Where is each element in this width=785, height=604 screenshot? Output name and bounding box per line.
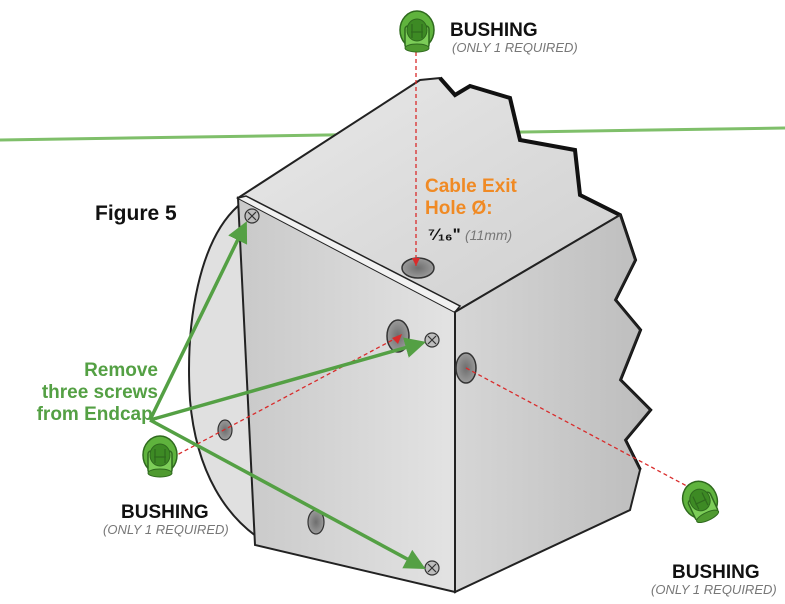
endcap-plate-edge	[237, 195, 462, 313]
cable-exit-metric: (11mm)	[465, 227, 512, 243]
cable-exit-line-1: Cable Exit	[425, 176, 518, 197]
screw-icon-bottom	[424, 560, 440, 576]
cable-exit-size: ⁷⁄₁₆"	[428, 225, 461, 244]
bushing-left-title: BUSHING	[121, 502, 209, 523]
guide-lines	[159, 52, 699, 493]
endcap-curved-side	[188, 204, 271, 546]
figure-label: Figure 5	[95, 202, 177, 225]
instruction-arrows	[148, 221, 427, 569]
instruction-text: Remove three screws from Endcap.	[37, 360, 158, 425]
bushing-icon-left	[142, 435, 178, 478]
cable-exit-line-2: Hole Ø:	[425, 198, 493, 219]
instruction-line-2: three screws	[42, 382, 158, 403]
bushing-right-title: BUSHING	[672, 562, 760, 583]
instruction-line-3: from Endcap.	[37, 404, 158, 425]
bushing-right-note: (ONLY 1 REQUIRED)	[651, 582, 777, 597]
bushing-top-note: (ONLY 1 REQUIRED)	[452, 40, 578, 55]
bushing-icon-top	[399, 10, 435, 53]
bushing-top-title: BUSHING	[450, 20, 538, 41]
screw-icon-right	[424, 332, 440, 348]
guide-arrow-heads	[392, 258, 420, 344]
housing-right-face	[454, 213, 652, 594]
screw-icon-top-left	[244, 208, 260, 224]
bushing-left-note: (ONLY 1 REQUIRED)	[103, 522, 229, 537]
bushing-icon-right	[675, 474, 726, 528]
instruction-line-1: Remove	[84, 360, 158, 381]
